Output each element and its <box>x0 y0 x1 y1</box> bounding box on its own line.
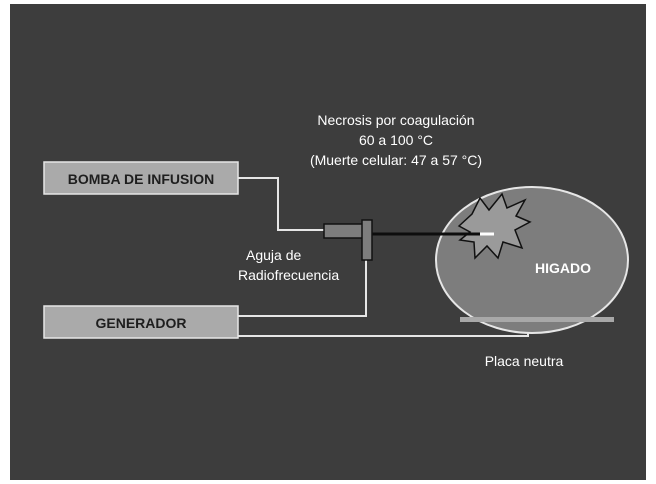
infusion-pump: BOMBA DE INFUSION <box>43 161 239 195</box>
pump-tube <box>238 177 324 231</box>
rf-needle <box>323 219 494 261</box>
infusion-pump-box <box>43 161 239 195</box>
plate-label: Placa neutra <box>485 353 564 369</box>
cell-death-temp: (Muerte celular: 47 a 57 °C) <box>310 152 482 168</box>
needle-hub <box>361 219 373 261</box>
needle-handle <box>323 223 365 239</box>
generator: GENERADOR <box>43 305 239 339</box>
liver-shape <box>435 186 629 334</box>
liver-label: HIGADO <box>535 260 591 276</box>
generator-box <box>43 305 239 339</box>
necrosis-zone <box>457 192 532 260</box>
rf-ablation-diagram: BOMBA DE INFUSION GENERADOR Necrosis por… <box>43 112 629 369</box>
neutral-plate <box>460 317 614 322</box>
needle-label-line1: Aguja de <box>246 247 301 263</box>
generator-cable <box>238 260 367 317</box>
needle-label-line2: Radiofrecuencia <box>238 267 339 283</box>
diagram-canvas: BOMBA DE INFUSION GENERADOR Necrosis por… <box>10 4 646 480</box>
necrosis-temp: 60 a 100 °C <box>359 132 433 148</box>
generator-label: GENERADOR <box>95 315 186 331</box>
necrosis-title: Necrosis por coagulación <box>317 112 474 128</box>
necrosis-annotation: Necrosis por coagulación 60 a 100 °C (Mu… <box>310 112 482 168</box>
needle-annotation: Aguja de Radiofrecuencia <box>238 247 339 283</box>
infusion-pump-label: BOMBA DE INFUSION <box>68 171 214 187</box>
